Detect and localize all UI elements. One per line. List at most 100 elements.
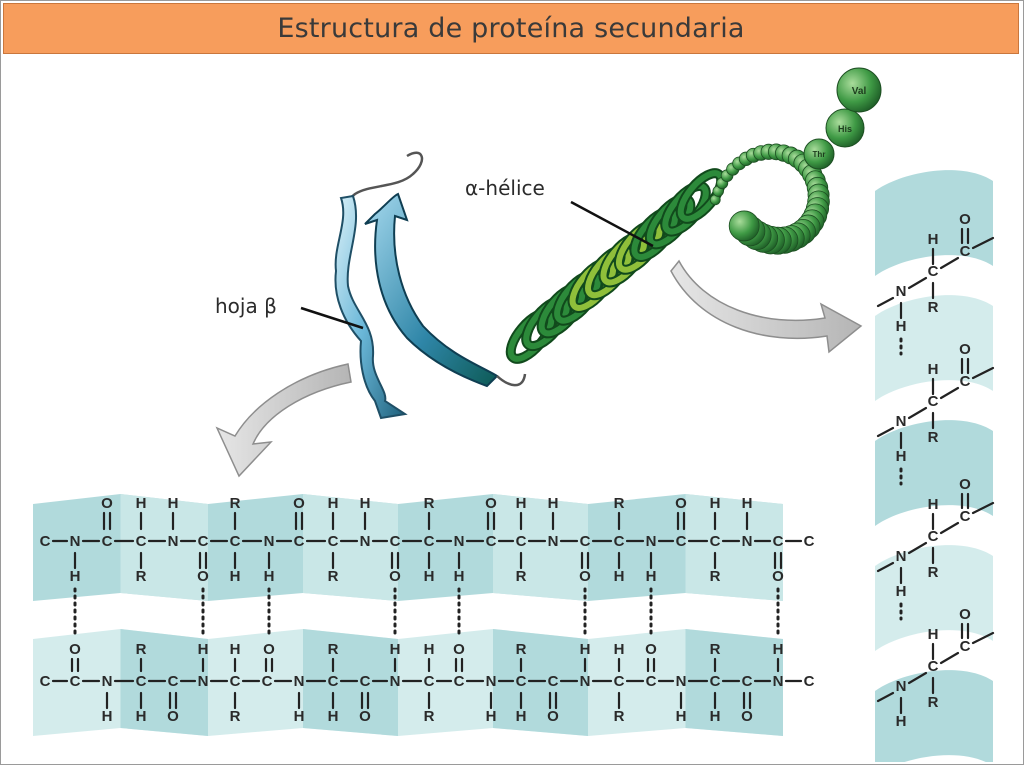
atom-n: N — [646, 533, 657, 550]
atom-h: H — [742, 495, 753, 512]
atom-h: H — [198, 641, 209, 658]
atom-c: C — [614, 533, 625, 550]
atom-c: C — [614, 673, 625, 690]
atom-c: C — [710, 673, 721, 690]
atom-h: H — [294, 708, 305, 725]
atom-c: C — [294, 533, 305, 550]
atom-r: R — [516, 641, 527, 658]
atom-o: O — [167, 708, 179, 725]
beta-sheet-ribbon — [334, 148, 527, 420]
helix-turn — [677, 170, 725, 222]
atom-n: N — [896, 413, 907, 430]
atom-c: C — [102, 533, 113, 550]
atom-r: R — [928, 564, 939, 581]
atom-r: R — [710, 568, 721, 585]
atom-c: C — [516, 673, 527, 690]
covalent-bond — [907, 671, 928, 685]
atom-c: C — [928, 393, 939, 410]
atom-h: H — [136, 495, 147, 512]
atom-n: N — [454, 533, 465, 550]
covalent-bond — [876, 296, 895, 308]
atom-h: H — [896, 318, 907, 335]
covalent-bond — [907, 541, 928, 555]
sheet-band-facet — [685, 494, 783, 601]
atom-c: C — [328, 533, 339, 550]
helix-band-segment — [875, 170, 993, 276]
atom-h: H — [424, 641, 435, 658]
atom-c: C — [424, 673, 435, 690]
atom-h: H — [614, 568, 625, 585]
atom-n: N — [486, 673, 497, 690]
atom-n: N — [896, 548, 907, 565]
helix-band-segment — [875, 295, 993, 401]
atom-r: R — [136, 641, 147, 658]
beta-sheet-label: hoja β — [215, 294, 277, 318]
atom-o: O — [645, 641, 657, 658]
residue-label-his: His — [838, 124, 852, 134]
atom-h: H — [486, 708, 497, 725]
atom-c: C — [516, 533, 527, 550]
covalent-bond — [971, 631, 995, 645]
atom-h: H — [516, 495, 527, 512]
atom-r: R — [424, 708, 435, 725]
atom-n: N — [896, 283, 907, 300]
atom-o: O — [453, 641, 465, 658]
covalent-bond — [939, 386, 960, 400]
atom-c: C — [710, 533, 721, 550]
sheet-band-facet — [120, 629, 208, 736]
atom-c: C — [928, 528, 939, 545]
atom-o: O — [741, 708, 753, 725]
atom-o: O — [101, 495, 113, 512]
sheet-band-facet — [303, 494, 398, 601]
atom-h: H — [676, 708, 687, 725]
atom-c: C — [360, 673, 371, 690]
residue-label-thr: Thr — [813, 150, 826, 159]
atom-h: H — [773, 641, 784, 658]
covalent-bond — [971, 501, 995, 515]
atom-n: N — [264, 533, 275, 550]
alpha-helix-label: α-hélice — [465, 176, 545, 200]
sheet-band-facet — [303, 629, 398, 736]
atom-h: H — [896, 713, 907, 730]
atom-c: C — [262, 673, 273, 690]
atom-n: N — [70, 533, 81, 550]
covalent-bond — [907, 276, 928, 290]
helix-column-bands — [875, 170, 993, 767]
atom-h: H — [230, 568, 241, 585]
atom-h: H — [710, 708, 721, 725]
atom-o: O — [389, 568, 401, 585]
atom-o: O — [772, 568, 784, 585]
atom-c: C — [136, 533, 147, 550]
atom-c: C — [580, 533, 591, 550]
atom-o: O — [293, 495, 305, 512]
covalent-bond — [876, 561, 895, 573]
atom-r: R — [328, 641, 339, 658]
atom-r: R — [424, 495, 435, 512]
covalent-bond — [876, 691, 895, 703]
atom-c: C — [742, 673, 753, 690]
atom-h: H — [454, 568, 465, 585]
atom-c: C — [773, 533, 784, 550]
atom-c: C — [960, 243, 971, 260]
atom-o: O — [959, 476, 971, 493]
atom-o: O — [69, 641, 81, 658]
atom-h: H — [928, 231, 939, 248]
atom-h: H — [360, 495, 371, 512]
sheet-band-facet — [685, 629, 783, 736]
atom-n: N — [773, 673, 784, 690]
helix-band-segment — [875, 420, 993, 526]
atom-c: C — [804, 673, 815, 690]
atom-n: N — [390, 673, 401, 690]
atom-r: R — [928, 299, 939, 316]
atom-c: C — [230, 533, 241, 550]
beta-sheet-leader — [300, 306, 364, 330]
atom-n: N — [896, 678, 907, 695]
atom-r: R — [230, 495, 241, 512]
atom-r: R — [614, 708, 625, 725]
residue-bead — [728, 210, 760, 242]
atom-c: C — [960, 373, 971, 390]
